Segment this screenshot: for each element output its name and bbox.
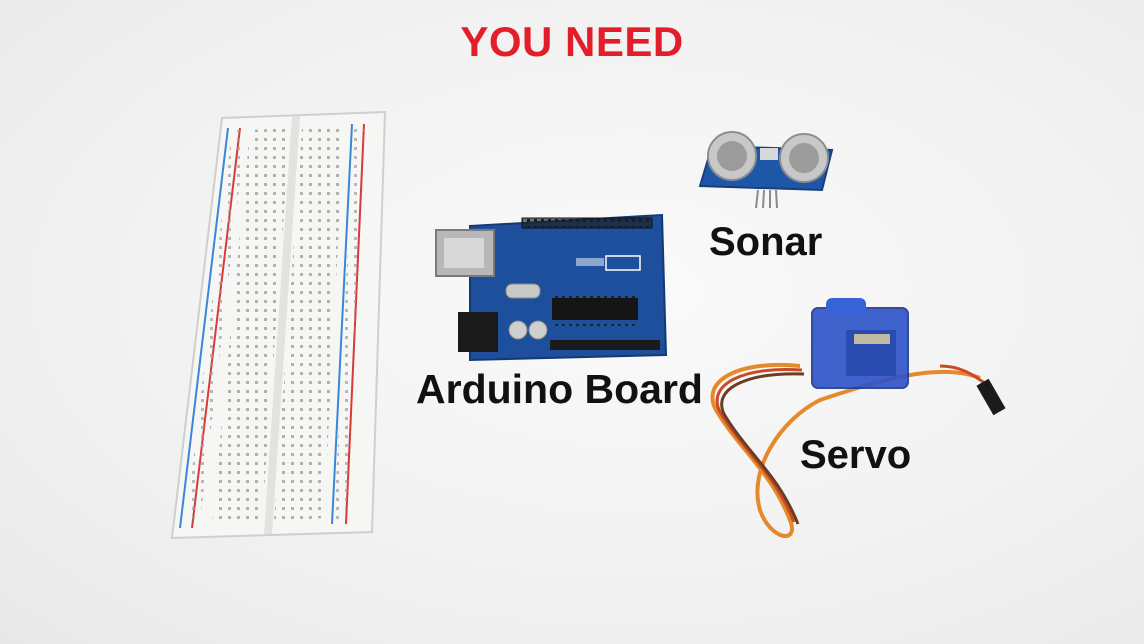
breadboard [170, 110, 387, 540]
page-title: YOU NEED [460, 18, 684, 65]
arduino-uno-board [435, 213, 668, 362]
arduino-board-label: Arduino Board [416, 366, 703, 412]
ultrasonic-sonar-sensor [698, 131, 834, 209]
sonar-label: Sonar [709, 220, 823, 264]
servo-label: Servo [800, 433, 912, 477]
micro-servo-motor [710, 298, 1006, 538]
